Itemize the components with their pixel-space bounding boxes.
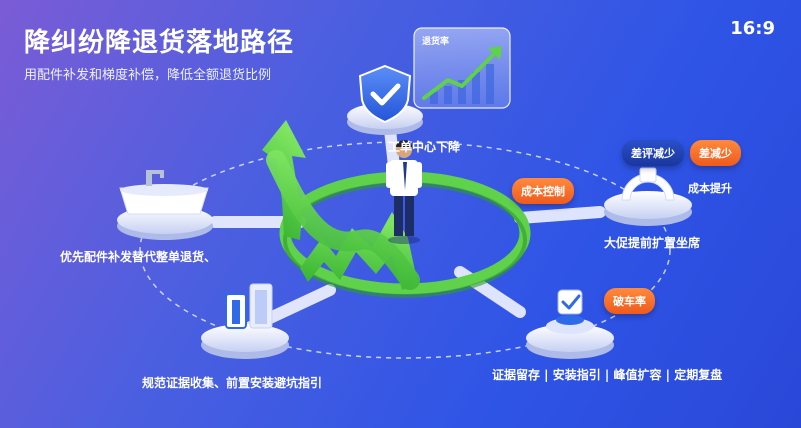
growth-arrow	[262, 120, 420, 290]
businessman-figure	[386, 140, 422, 244]
node-top-label: 工单中心下降	[388, 140, 461, 154]
right-disc	[604, 167, 692, 226]
bottom-left-disc	[201, 283, 289, 359]
return-rate-card-title: 退货率	[422, 37, 450, 47]
tag-break-rate: 破车率	[604, 288, 655, 314]
return-rate-card	[413, 27, 511, 109]
node-left-label: 优先配件补发替代整单退货、	[60, 250, 217, 264]
tag-cost-up: 成本提升	[688, 182, 732, 195]
tag-gap-down: 差减少	[690, 140, 741, 166]
bottom-right-disc	[526, 289, 614, 359]
node-right-label: 大促提前扩置坐席	[604, 236, 701, 250]
tag-cost-control: 成本控制	[512, 178, 574, 204]
outer-dashed-ring	[139, 141, 671, 359]
top-disc	[347, 64, 423, 135]
tag-bad-review-down: 差评减少	[622, 140, 684, 166]
node-bottom-right-label: 证据留存 | 安装指引 | 峰值扩容 | 定期复盘	[492, 368, 723, 382]
aspect-ratio-badge: 16:9	[730, 18, 775, 39]
page-subtitle: 用配件补发和梯度补偿，降低全额退货比例	[24, 68, 272, 83]
left-disc	[117, 170, 213, 240]
node-bottom-left-label: 规范证据收集、前置安装避坑指引	[142, 376, 323, 390]
page-title: 降纠纷降退货落地路径	[24, 28, 295, 58]
